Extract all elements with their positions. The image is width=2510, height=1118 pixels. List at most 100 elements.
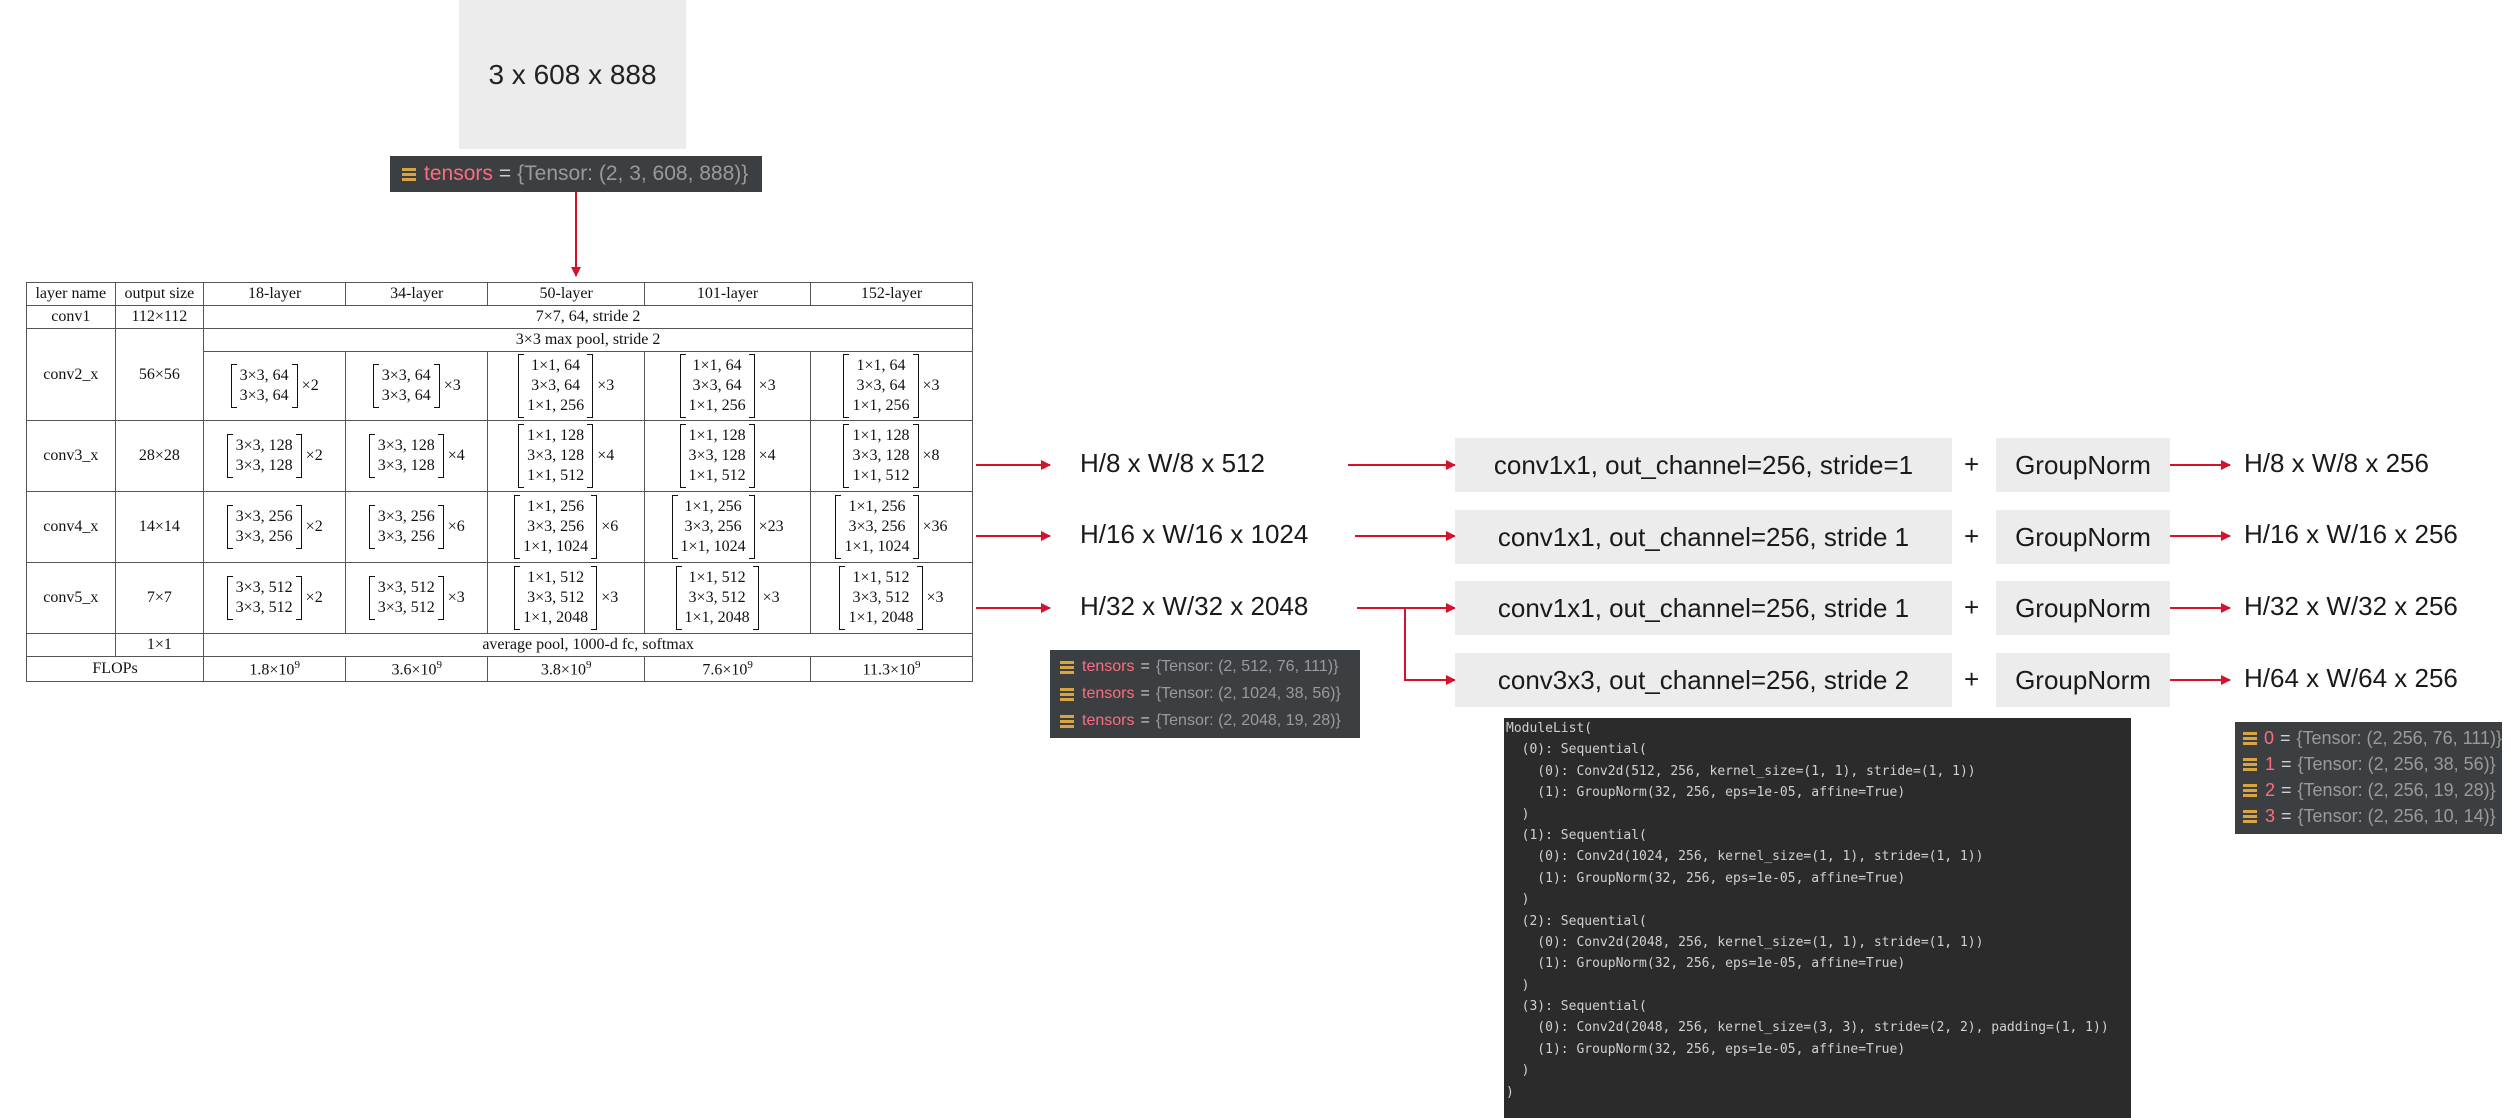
- debug-row[interactable]: tensors = {Tensor: (2, 3, 608, 888)}: [390, 156, 762, 192]
- block-layer-line: 1×1, 2048: [848, 609, 914, 626]
- debug-row[interactable]: tensors={Tensor: (2, 2048, 19, 28)}: [1050, 707, 1360, 734]
- fpn-outputs-debug[interactable]: 0={Tensor: (2, 256, 76, 111)}1={Tensor: …: [2235, 722, 2502, 834]
- block-multiplier: ×36: [922, 518, 948, 535]
- flops-exponent: 9: [585, 658, 592, 671]
- module-list-code-panel: ModuleList( (0): Sequential( (0): Conv2d…: [1504, 718, 2131, 1118]
- debug-var-name: tensors: [1082, 684, 1135, 702]
- block-layer-line: 1×1, 256: [527, 397, 585, 414]
- flops-exponent: 9: [436, 658, 442, 671]
- code-line: (1): GroupNorm(32, 256, eps=1e-05, affin…: [1506, 1041, 1906, 1057]
- flops-label-cell: FLOPs: [25, 656, 205, 682]
- block-layer-line: 3×3, 256: [235, 508, 293, 525]
- block-multiplier: ×3: [758, 377, 776, 394]
- block-layer-line: 1×1, 512: [688, 569, 746, 586]
- debug-value: {Tensor: (2, 256, 19, 28)}: [2297, 779, 2496, 800]
- block-layer-line: 3×3, 64: [531, 377, 581, 394]
- flops-exponent: 9: [294, 658, 300, 671]
- code-line: (1): GroupNorm(32, 256, eps=1e-05, affin…: [1506, 785, 1906, 801]
- feature-label-c4: H/16 x W/16 x 1024: [1080, 519, 1309, 549]
- block-layer-line: 3×3, 128: [235, 457, 293, 474]
- block-layer-line: 1×1, 512: [852, 467, 910, 484]
- block-layer-line: 3×3, 256: [235, 528, 293, 545]
- output-size-cell: 7×7: [114, 562, 205, 634]
- layer-name-cell: conv5_x: [26, 562, 116, 634]
- debug-row[interactable]: 1={Tensor: (2, 256, 38, 56)}: [2235, 751, 2502, 777]
- debug-row[interactable]: tensors={Tensor: (2, 512, 76, 111)}: [1050, 653, 1360, 680]
- code-line: ): [1506, 892, 1530, 908]
- debug-equals: =: [1140, 657, 1150, 675]
- block-layer-line: 1×1, 256: [848, 498, 906, 515]
- output-size-cell: 112×112: [114, 305, 205, 329]
- feature-label-c3: H/8 x W/8 x 512: [1080, 448, 1265, 478]
- code-line: (3): Sequential(: [1506, 999, 1647, 1015]
- debug-var-name: 3: [2265, 805, 2276, 826]
- block-layer-line: 1×1, 64: [692, 357, 742, 374]
- debug-row[interactable]: 0={Tensor: (2, 256, 76, 111)}: [2235, 725, 2502, 751]
- block-layer-line: 1×1, 256: [688, 397, 746, 414]
- flops-cell: 7.6×109: [644, 656, 812, 682]
- input-tensor-debug[interactable]: tensors = {Tensor: (2, 3, 608, 888)}: [390, 156, 762, 192]
- block-layer-line: 1×1, 2048: [684, 609, 750, 626]
- header-152-layer: 152-layer: [810, 282, 973, 306]
- code-line: ): [1506, 977, 1530, 993]
- list-icon: [2243, 809, 2257, 823]
- block-layer-line: 3×3, 64: [381, 387, 431, 404]
- block-layer-line: 3×3, 128: [688, 447, 746, 464]
- debug-row[interactable]: tensors={Tensor: (2, 1024, 38, 56)}: [1050, 680, 1360, 707]
- block-layer-line: 3×3, 64: [856, 377, 906, 394]
- debug-equals: =: [1140, 684, 1150, 702]
- debug-row[interactable]: 2={Tensor: (2, 256, 19, 28)}: [2235, 777, 2502, 803]
- block-layer-line: 1×1, 1024: [680, 538, 746, 555]
- input-shape-box: 3 x 608 x 888: [459, 0, 686, 149]
- block-cell: 1×1, 64 3×3, 64 1×1, 256 ×3: [644, 351, 812, 421]
- block-multiplier: ×2: [301, 377, 319, 394]
- block-multiplier: ×3: [443, 377, 461, 394]
- list-icon: [2243, 757, 2257, 771]
- debug-var-name: 1: [2265, 753, 2276, 774]
- block-layer-line: 3×3, 512: [852, 589, 910, 606]
- debug-row[interactable]: 3={Tensor: (2, 256, 10, 14)}: [2235, 803, 2502, 829]
- block-layer-line: 3×3, 64: [692, 377, 742, 394]
- block-layer-line: 1×1, 128: [688, 427, 746, 444]
- code-line: ): [1506, 1063, 1530, 1079]
- block-layer-line: 1×1, 1024: [523, 538, 589, 555]
- conv-box-0: conv1x1, out_channel=256, stride=1: [1455, 438, 1952, 492]
- block-layer-line: 1×1, 512: [527, 569, 585, 586]
- list-icon: [1060, 660, 1074, 674]
- block-layer-line: 1×1, 256: [684, 498, 742, 515]
- debug-equals: =: [2280, 727, 2291, 748]
- block-layer-line: 3×3, 512: [527, 589, 585, 606]
- debug-equals: =: [2281, 779, 2292, 800]
- block-layer-line: 1×1, 128: [852, 427, 910, 444]
- block-multiplier: ×4: [597, 447, 615, 464]
- groupnorm-box-1: GroupNorm: [1996, 510, 2170, 564]
- feature-label-c5: H/32 x W/32 x 2048: [1080, 591, 1309, 621]
- list-icon: [1060, 714, 1074, 728]
- backbone-tensors-debug[interactable]: tensors={Tensor: (2, 512, 76, 111)} tenso…: [1050, 650, 1360, 738]
- flops-exponent: 9: [914, 658, 921, 671]
- conv-box-3: conv3x3, out_channel=256, stride 2: [1455, 653, 1952, 707]
